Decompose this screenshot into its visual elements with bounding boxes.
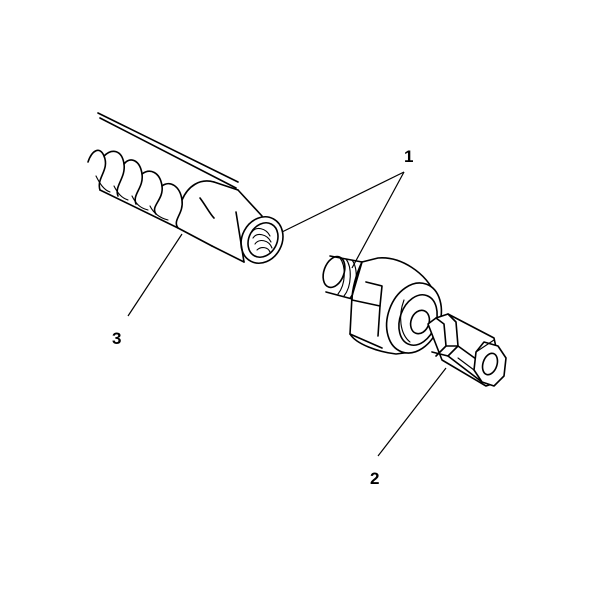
- bellows-boot: [87, 149, 183, 229]
- rack-tube-assembly: [87, 112, 284, 264]
- callout-2: 2: [370, 469, 379, 488]
- leader-1b: [351, 171, 405, 269]
- callout-1: 1: [404, 147, 413, 166]
- leader-1a: [281, 171, 405, 233]
- leader-2: [377, 367, 447, 457]
- inner-tie-rod-housing: [322, 255, 443, 355]
- leader-lines: [127, 171, 447, 457]
- leader-3: [127, 233, 183, 317]
- tie-rod-end-fitting: [427, 313, 507, 387]
- threaded-socket: [240, 216, 284, 264]
- threaded-stud: [322, 255, 363, 301]
- callout-3: 3: [112, 329, 121, 348]
